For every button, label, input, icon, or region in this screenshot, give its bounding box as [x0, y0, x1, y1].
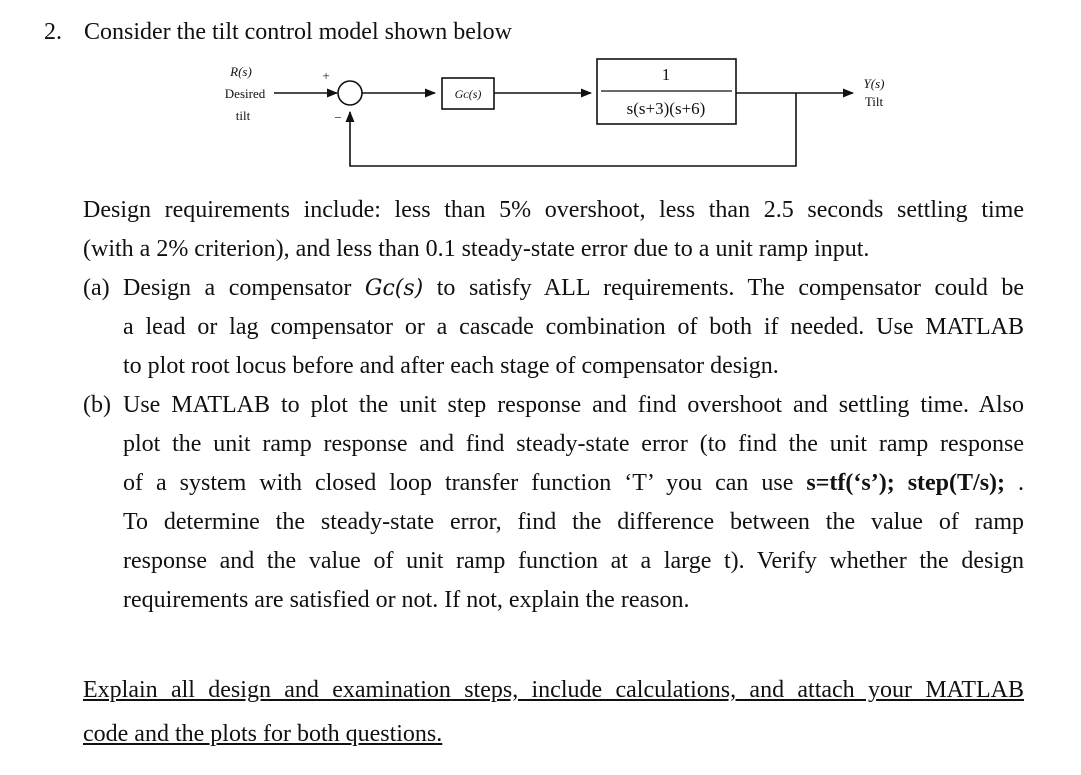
part-b-line-2: plot the unit ramp response and find ste…: [123, 431, 1024, 457]
part-b: (b) Use MATLAB to plot the unit step res…: [83, 386, 1024, 620]
part-a-label: (a): [83, 275, 110, 301]
summing-junction: [337, 80, 363, 106]
compensator-label: Gᴄ(s): [455, 87, 482, 101]
matlab-code-snippet: s=tf(‘s’); step(T/s);: [806, 470, 1006, 496]
instructions-footer: Explain all design and examination steps…: [83, 668, 1024, 756]
plant-denominator: s(s+3)(s+6): [627, 99, 706, 118]
minus-sign: −: [334, 110, 341, 125]
part-b-line-6: requirements are satisfied or not. If no…: [123, 587, 690, 613]
footer-line-2: code and the plots for both questions.: [83, 721, 443, 747]
part-b-line-5: response and the value of unit ramp func…: [123, 548, 1024, 574]
output-signal-label: Y(s): [864, 76, 885, 91]
intro-line-2: (with a 2% criterion), and less than 0.1…: [83, 236, 870, 262]
part-b-line-3: of a system with closed loop transfer fu…: [123, 464, 1024, 503]
part-a-line-1: Design a compensator Gᴄ(s) to satisfy AL…: [123, 269, 1024, 308]
input-signal-label: R(s): [229, 64, 252, 79]
part-b-text-post: .: [1018, 470, 1025, 496]
question-number: 2.: [44, 19, 62, 45]
part-a-line-2: a lead or lag compensator or a cascade c…: [123, 314, 1024, 340]
block-diagram: R(s) Desired tilt + − Gᴄ(s) 1 s(s+3)(s+6…: [225, 58, 885, 167]
part-b-line-1: Use MATLAB to plot the unit step respons…: [123, 392, 1024, 418]
question-heading: 2. Consider the tilt control model shown …: [44, 17, 512, 47]
part-a-text-post: to satisfy ALL requirements. The compens…: [436, 275, 1025, 301]
part-a: (a) Design a compensator Gᴄ(s) to satisf…: [83, 269, 1024, 386]
input-desc-label-2: tilt: [236, 108, 251, 123]
part-a-text-pre: Design a compensator: [123, 275, 352, 301]
design-requirements: Design requirements include: less than 5…: [83, 191, 1024, 269]
feedback-path: [345, 93, 797, 167]
plus-sign: +: [322, 68, 329, 83]
intro-line-1: Design requirements include: less than 5…: [83, 197, 1024, 223]
plant-numerator: 1: [662, 65, 671, 84]
footer-line-1: Explain all design and examination steps…: [83, 677, 1024, 703]
part-b-text-pre: of a system with closed loop transfer fu…: [123, 470, 794, 496]
part-a-line-3: to plot root locus before and after each…: [123, 353, 779, 379]
question-title: Consider the tilt control model shown be…: [84, 19, 512, 45]
part-b-label: (b): [83, 392, 111, 418]
part-b-line-4: To determine the steady-state error, fin…: [123, 509, 1024, 535]
input-desc-label: Desired: [225, 86, 266, 101]
compensator-symbol: Gᴄ(s): [364, 276, 424, 301]
output-desc-label: Tilt: [865, 94, 884, 109]
